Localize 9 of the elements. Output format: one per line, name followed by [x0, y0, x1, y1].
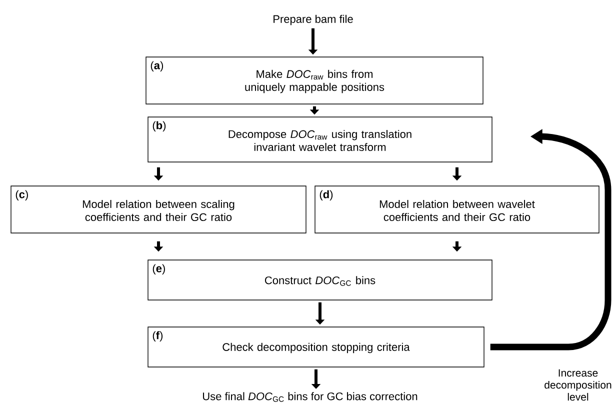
edge-label: Increase decomposition level — [544, 369, 612, 401]
process-box: (f) Check decomposition stopping criteria — [148, 326, 484, 368]
process-box: (a) Make DOC$_{raw}$ bins from uniquely mappable positions — [146, 56, 484, 104]
step-text: Use final DOC$_{GC}$ bins for GC bias correction — [203, 392, 418, 402]
process-box: (e) Construct DOC$_{GC}$ bins — [148, 260, 492, 300]
process-box: (d) Model relation between wavelet coefficients and their GC ratio — [314, 186, 600, 234]
process-box: (c) Model relation between scaling coefficients and their GC ratio — [10, 186, 306, 234]
step-text: Prepare bam file — [274, 14, 353, 26]
process-box: (b) Decompose DOC$_{raw}$ using translation invariant wavelet transform — [148, 116, 492, 162]
